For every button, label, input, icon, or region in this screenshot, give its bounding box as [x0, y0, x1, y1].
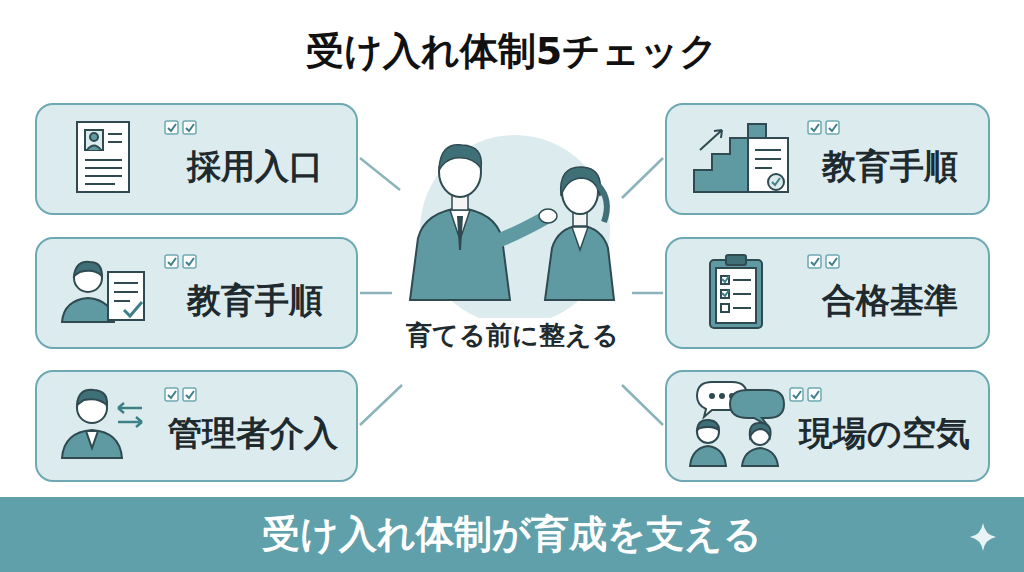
center-illustration	[410, 135, 614, 325]
box-label: 合格基準	[822, 278, 958, 324]
caption-band: 受け入れ体制が育成を支える	[0, 497, 1024, 572]
box-label: 教育手順	[822, 144, 958, 190]
check-box: 管理者介入	[35, 370, 358, 482]
caption-text: 受け入れ体制が育成を支える	[262, 509, 762, 560]
sparkle	[970, 523, 996, 551]
check-box: 教育手順	[35, 237, 358, 349]
diagram-title: 受け入れ体制5チェック	[0, 26, 1024, 77]
box-label: 採用入口	[187, 144, 323, 190]
box-label: 現場の空気	[799, 411, 970, 457]
box-label: 管理者介入	[168, 411, 338, 457]
center-label: 育てる前に整える	[362, 318, 662, 353]
box-label: 教育手順	[187, 278, 323, 324]
